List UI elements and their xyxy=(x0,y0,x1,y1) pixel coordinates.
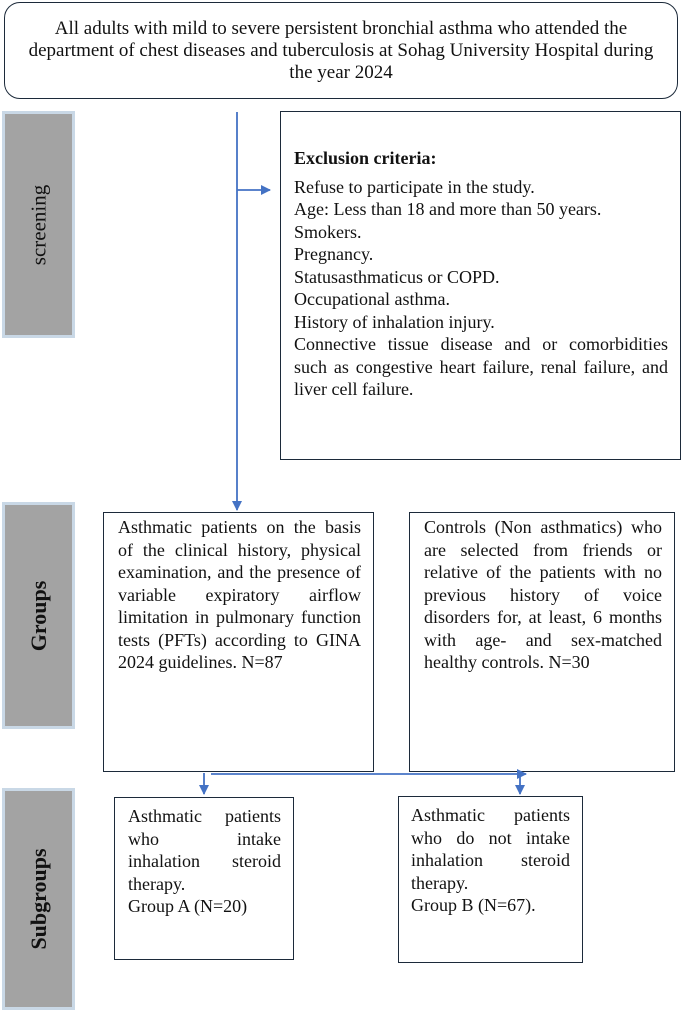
subgroup-a-label: Group A (N=20) xyxy=(128,896,248,916)
stage-screening: screening xyxy=(2,111,75,338)
exclusion-item: Refuse to participate in the study. xyxy=(294,176,535,197)
inclusion-box: All adults with mild to severe persisten… xyxy=(4,2,678,99)
exclusion-criteria-box: Exclusion criteria: Refuse to participat… xyxy=(280,111,681,460)
exclusion-item: Occupational asthma. xyxy=(294,289,450,309)
stage-subgroups: Subgroups xyxy=(2,788,75,1010)
control-group-box: Controls (Non asthmatics) who are select… xyxy=(409,512,675,772)
subgroup-a-box: Asthmatic patients who intake inhalation… xyxy=(114,797,294,960)
exclusion-item: Age: Less than 18 and more than 50 years… xyxy=(294,199,602,219)
control-group-text: Controls (Non asthmatics) who are select… xyxy=(424,517,662,672)
exclusion-item: Statusasthmaticus or COPD. xyxy=(294,266,500,287)
inclusion-text: All adults with mild to severe persisten… xyxy=(28,17,654,83)
asthmatic-group-text: Asthmatic patients on the basis of the c… xyxy=(118,517,361,672)
exclusion-item: Pregnancy. xyxy=(294,244,374,264)
exclusion-heading: Exclusion criteria: xyxy=(294,148,437,168)
subgroup-b-text: Asthmatic patients who do not intake inh… xyxy=(411,805,570,893)
exclusion-item: Smokers. xyxy=(294,221,362,242)
subgroup-b-label: Group B (N=67). xyxy=(411,895,536,915)
exclusion-item: History of inhalation injury. xyxy=(294,311,495,332)
asthmatic-group-box: Asthmatic patients on the basis of the c… xyxy=(103,512,374,772)
subgroup-a-text: Asthmatic patients who intake inhalation… xyxy=(128,806,281,894)
exclusion-item: Connective tissue disease and or comorbi… xyxy=(294,334,668,399)
subgroup-b-box: Asthmatic patients who do not intake inh… xyxy=(398,796,583,963)
stage-groups: Groups xyxy=(2,502,75,729)
